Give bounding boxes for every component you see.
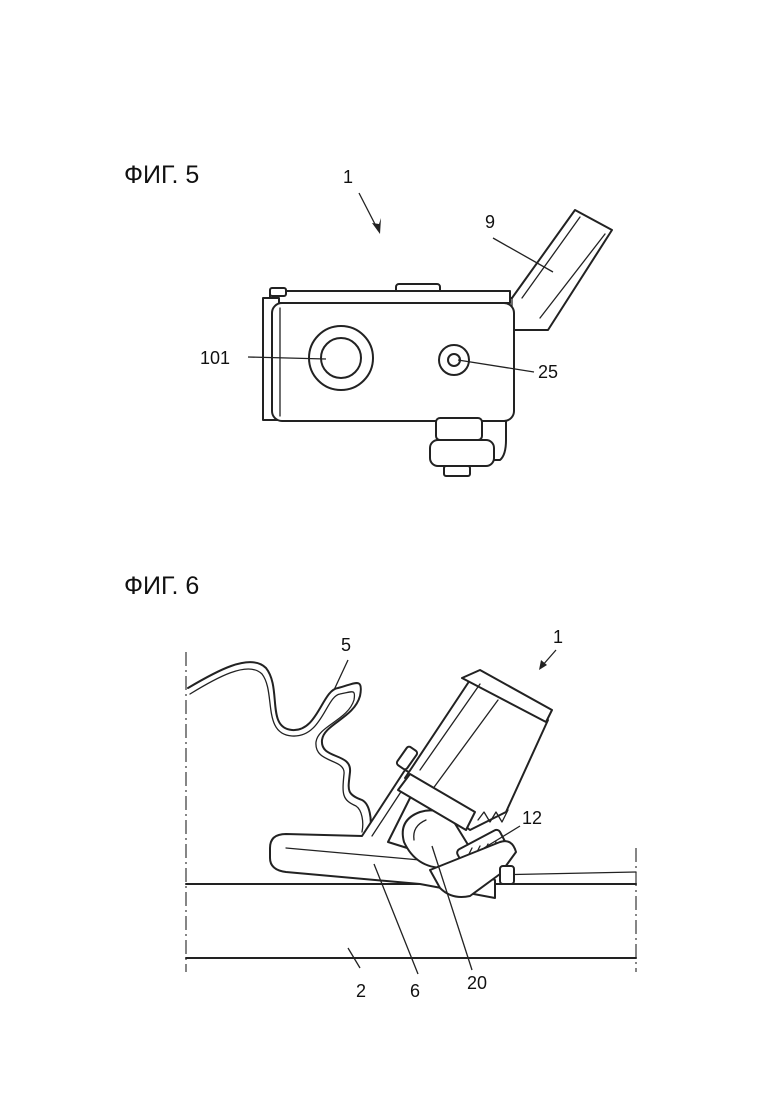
- fig6-device-housing: [396, 670, 552, 830]
- fig6-label-clamp: 20: [467, 973, 487, 993]
- figure-6: ФИГ. 6: [124, 572, 636, 1001]
- fig6-label-bracket: 6: [410, 981, 420, 1001]
- fig5-label-large-hole: 101: [200, 348, 230, 368]
- fig6-label-spring: 12: [522, 808, 542, 828]
- fig5-top-nut: [270, 284, 510, 303]
- fig5-label-device: 1: [343, 167, 353, 187]
- fig6-cable: [188, 662, 371, 830]
- figure-6-title: ФИГ. 6: [124, 572, 199, 600]
- fig6-base-surface: [186, 872, 636, 958]
- fig5-label-arm: 9: [485, 212, 495, 232]
- fig5-label-small-hole: 25: [538, 362, 558, 382]
- fig5-bottom-clamp: [430, 418, 506, 476]
- figure-5-title: ФИГ. 5: [124, 161, 199, 189]
- fig5-small-hole: [439, 345, 469, 375]
- figure-5: ФИГ. 5 1: [124, 161, 612, 476]
- fig6-label-device: 1: [553, 627, 563, 647]
- fig6-label-base-surface: 2: [356, 981, 366, 1001]
- fig6-label-cable: 5: [341, 635, 351, 655]
- fig5-large-hole: [309, 326, 373, 390]
